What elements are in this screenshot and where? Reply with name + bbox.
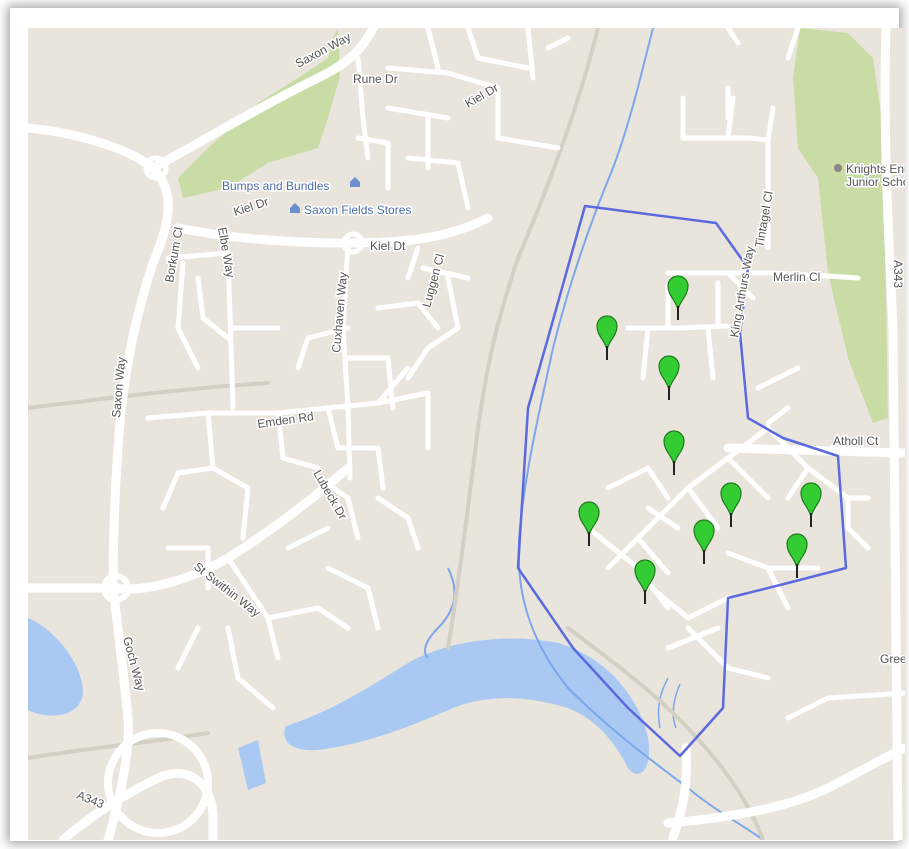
street-label: Kiel Dt <box>370 239 406 253</box>
street-label: Gree <box>880 652 905 666</box>
map-pin-icon[interactable] <box>658 355 680 400</box>
poi-labels: Bumps and Bundles Saxon Fields Stores Kn… <box>221 161 906 219</box>
poi-label-saxon-fields-stores[interactable]: Saxon Fields Stores <box>303 202 413 219</box>
map-pin-icon[interactable] <box>693 519 715 564</box>
map-pin-icon[interactable] <box>720 482 742 527</box>
river-lake <box>284 638 650 774</box>
map-pin-icon[interactable] <box>596 315 618 360</box>
map-pin-icon[interactable] <box>634 559 656 604</box>
poi-label-school-line2[interactable]: Junior Scho <box>845 174 906 191</box>
map-frame: Saxon Way Rune Dr Kiel Dr Kiel Dr Kiel D… <box>10 8 905 841</box>
area-boundary[interactable] <box>516 204 848 758</box>
street-label: Rune Dr <box>353 72 398 86</box>
poi-label-bumps-and-bundles[interactable]: Bumps and Bundles <box>221 178 331 195</box>
stream-branch <box>424 567 456 659</box>
map-svg[interactable]: Saxon Way Rune Dr Kiel Dr Kiel Dr Kiel D… <box>28 28 905 840</box>
footpath-3 <box>28 381 270 760</box>
map-pin-icon[interactable] <box>786 533 808 578</box>
map-canvas[interactable]: Saxon Way Rune Dr Kiel Dr Kiel Dr Kiel D… <box>28 28 905 840</box>
street-label: Atholl Ct <box>833 434 879 448</box>
shop-icon <box>290 203 300 213</box>
roundabout-kiel <box>341 231 365 255</box>
map-pin-icon[interactable] <box>800 482 822 527</box>
lake-west <box>28 618 83 716</box>
school-icon <box>834 164 842 172</box>
roundabout-north <box>143 155 169 181</box>
street-label: A343 <box>891 260 905 288</box>
footpath-1 <box>446 28 600 650</box>
pond-south <box>238 740 266 790</box>
poi-label-school-line1[interactable]: Knights Enh <box>845 161 906 178</box>
map-markers <box>578 275 822 604</box>
roundabout-west <box>101 573 131 603</box>
park-east <box>793 28 888 423</box>
map-pin-icon[interactable] <box>578 501 600 546</box>
map-pin-icon[interactable] <box>663 430 685 475</box>
roundabout-south <box>104 729 212 837</box>
minor-roads-west <box>145 28 571 711</box>
street-label: Merlin Cl <box>773 270 820 284</box>
map-pin-icon[interactable] <box>667 275 689 320</box>
shop-icon <box>350 177 360 187</box>
street-label: Saxon Way <box>109 356 128 418</box>
footpath-2 <box>566 626 765 840</box>
